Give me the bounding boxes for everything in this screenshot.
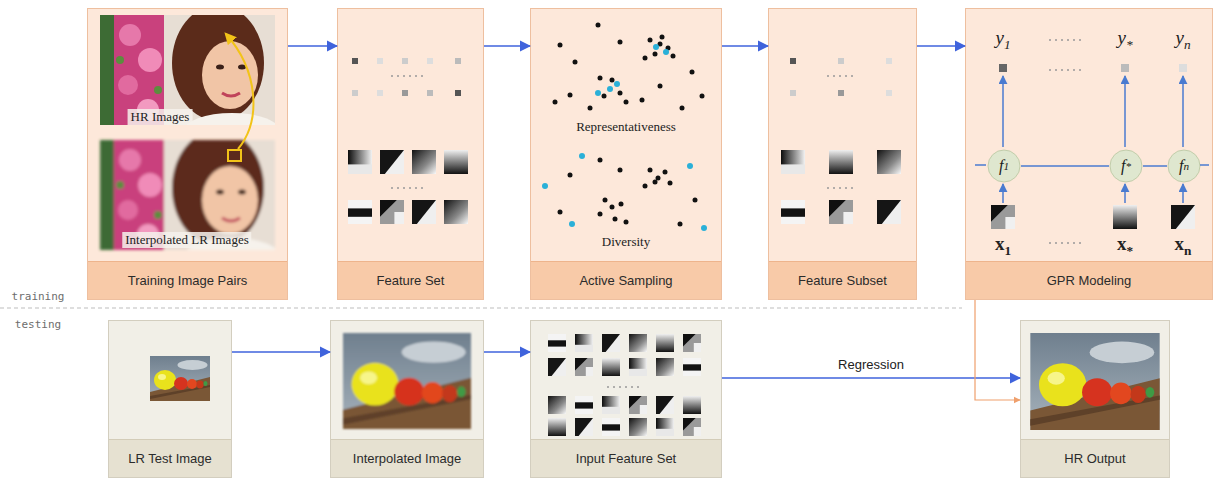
- flow-arrow: [484, 45, 530, 47]
- panel-band: Interpolated Image: [331, 439, 483, 477]
- flow-arrow: [975, 300, 1020, 400]
- circle-shape: [1168, 150, 1200, 182]
- node-label: f*: [1109, 149, 1143, 183]
- math-symbol: y*: [1117, 27, 1132, 53]
- stage-panel: Interpolated Image: [330, 320, 484, 478]
- annotation-text: training: [12, 290, 65, 303]
- math-symbol: yn: [1175, 27, 1190, 53]
- math-symbol: x*: [1117, 233, 1133, 259]
- panel-title: Active Sampling: [579, 273, 672, 288]
- circle-shape: [1110, 150, 1142, 182]
- stage-panel: Feature Subset: [768, 8, 917, 300]
- panel-title: LR Test Image: [128, 451, 212, 466]
- node-label: f1: [987, 149, 1021, 183]
- panel-band: Input Feature Set: [531, 439, 721, 477]
- math-symbol: x1: [995, 233, 1011, 259]
- panel-title: Input Feature Set: [576, 451, 676, 466]
- stage-panel: HR Output: [1020, 320, 1170, 478]
- math-symbol: xn: [1175, 233, 1192, 259]
- flow-arrow: [917, 45, 965, 47]
- stage-panel: GPR Modeling f1 f* fn: [965, 8, 1213, 300]
- panel-band: Feature Subset: [769, 261, 916, 299]
- gp-node-circle: fn: [1167, 149, 1201, 183]
- flow-arrow: [232, 351, 330, 353]
- panel-title: Training Image Pairs: [128, 273, 247, 288]
- flow-arrow: [288, 45, 337, 47]
- separator-line: [0, 308, 962, 309]
- flow-arrow: [722, 377, 1020, 379]
- node-label: fn: [1167, 149, 1201, 183]
- panel-band: Feature Set: [338, 261, 483, 299]
- stage-panel: Active Sampling: [530, 8, 722, 300]
- stage-panel: Training Image Pairs: [87, 8, 288, 300]
- circle-shape: [988, 150, 1020, 182]
- panel-band: GPR Modeling: [966, 261, 1212, 299]
- panel-band: HR Output: [1021, 439, 1169, 477]
- annotation-text: Interpolated LR Images: [122, 232, 251, 248]
- edge-label: Regression: [835, 357, 907, 372]
- annotation-text: Diversity: [602, 234, 650, 250]
- stage-panel: LR Test Image: [108, 320, 232, 478]
- panel-title: GPR Modeling: [1047, 273, 1132, 288]
- math-symbol: y1: [995, 27, 1010, 53]
- stage-panel: Input Feature Set: [530, 320, 722, 478]
- panel-band: LR Test Image: [109, 439, 231, 477]
- panel-title: Feature Set: [377, 273, 445, 288]
- flow-arrow: [722, 45, 768, 47]
- panel-band: Training Image Pairs: [88, 261, 287, 299]
- gp-node-circle: f1: [987, 149, 1021, 183]
- flow-arrow: [484, 351, 530, 353]
- gp-node-circle: f*: [1109, 149, 1143, 183]
- panel-band: Active Sampling: [531, 261, 721, 299]
- panel-title: Feature Subset: [798, 273, 887, 288]
- panel-title: Interpolated Image: [353, 451, 461, 466]
- annotation-text: HR Images: [128, 109, 193, 125]
- annotation-text: Representativeness: [576, 119, 676, 135]
- panel-title: HR Output: [1064, 451, 1125, 466]
- stage-panel: Feature Set: [337, 8, 484, 300]
- annotation-text: testing: [15, 318, 61, 331]
